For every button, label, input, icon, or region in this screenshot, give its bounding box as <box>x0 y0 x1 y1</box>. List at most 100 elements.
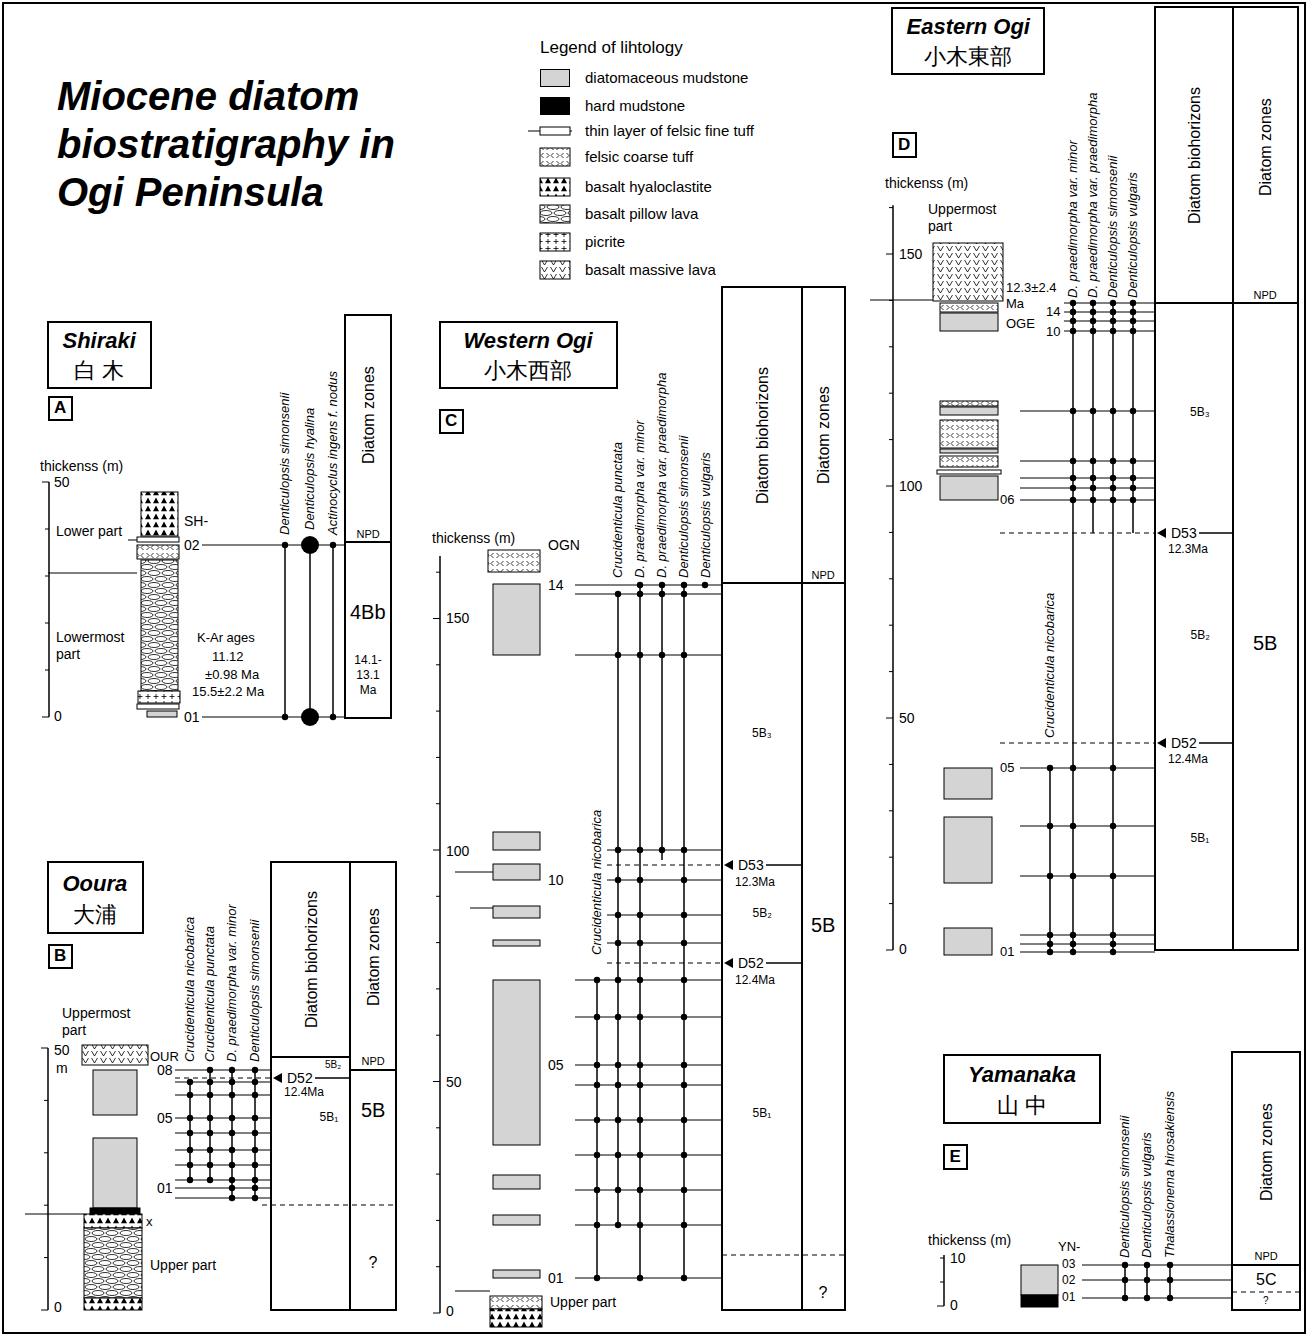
sample-number: 14 <box>548 577 564 594</box>
legend-text: basalt massive lava <box>585 261 716 279</box>
panel-letter: A <box>48 396 73 421</box>
zone-cell: 5B? <box>349 1069 397 1311</box>
locality-box-text: Yamanaka <box>968 1062 1076 1088</box>
axis-tick <box>433 1081 440 1082</box>
unit-boundary <box>455 872 493 873</box>
occurrence-dot <box>1110 309 1116 315</box>
occurrence-dot <box>1110 932 1116 938</box>
axis-value: 150 <box>446 610 469 627</box>
occurrence-dot <box>659 652 665 658</box>
zone-cell-text: ? <box>369 1253 378 1272</box>
occurrence-dot <box>1130 318 1136 324</box>
lithology-layer <box>493 832 540 850</box>
locality-box: Yamanaka山 中 <box>943 1054 1101 1124</box>
axis-tick <box>44 1100 48 1101</box>
occurrence-dot <box>1090 328 1096 334</box>
sample-horizon <box>1064 312 1155 313</box>
occurrence-dot <box>615 591 621 597</box>
column-header: Diatom zonesNPD <box>344 314 392 543</box>
occurrence-dot <box>1070 941 1076 947</box>
occurrence-dot <box>1070 300 1076 306</box>
column-header-text: Diatom zones <box>1256 98 1275 196</box>
locality-box-text: 小木西部 <box>484 358 572 384</box>
axis-tick <box>436 1266 440 1267</box>
sample-horizon <box>575 594 722 595</box>
panel-letter: D <box>892 132 917 158</box>
occurrence-dot <box>229 1185 235 1191</box>
sample-id: YN- <box>1058 1239 1080 1255</box>
sample-horizon <box>1064 321 1155 322</box>
axis-value: 50 <box>54 1042 70 1059</box>
zone-boundary <box>1232 1292 1300 1293</box>
column-header: Diatom zonesNPD <box>1232 6 1299 304</box>
lithology-layer <box>490 1309 542 1327</box>
species-name: D. praedimorpha var. praedimorpha <box>654 373 670 578</box>
biohorizon-line <box>766 864 802 866</box>
unit-name: Lower part <box>56 523 122 540</box>
occurrence-dot <box>1110 497 1116 503</box>
biohorizon-arrow <box>724 958 733 968</box>
occurrence-dot <box>1130 408 1136 414</box>
column-header-text: NPD <box>1254 289 1277 302</box>
occurrence-dot <box>252 1130 258 1136</box>
occurrence-dot <box>1130 497 1136 503</box>
occurrence-dot <box>229 1162 235 1168</box>
occurrence-dot <box>681 940 687 946</box>
occurrence-dot <box>594 1187 600 1193</box>
occurrence-dot <box>1047 949 1053 955</box>
occurrence-dot <box>659 591 665 597</box>
axis-value: 50 <box>899 710 915 727</box>
occurrence-dot <box>229 1195 235 1201</box>
occurrence-dot <box>1090 408 1096 414</box>
occurrence-dot <box>187 1130 193 1136</box>
panel-letter-text: D <box>898 135 910 155</box>
axis-value: 100 <box>899 478 922 495</box>
occurrence-dot <box>637 1275 643 1281</box>
lithology-layer <box>141 492 178 536</box>
unit-boundary <box>870 300 933 301</box>
axis-tick <box>940 1258 944 1259</box>
zone-cell-text: 12.3Ma <box>1168 542 1208 556</box>
occurrence-dot <box>1130 300 1136 306</box>
occurrence-dot <box>615 1082 621 1088</box>
sample-horizon <box>1064 303 1155 304</box>
column-header: Diatom biohorizons <box>721 286 803 584</box>
zone-boundary <box>722 1255 845 1256</box>
occurrence-dot <box>637 652 643 658</box>
axis-value: 50 <box>446 1074 462 1091</box>
axis-value: 100 <box>446 843 469 860</box>
legend-heading: Legend of lihtology <box>540 38 683 58</box>
lithology-layer <box>493 980 540 1145</box>
occurrence-dot <box>637 847 643 853</box>
occurrence-dot <box>229 1092 235 1098</box>
species-name: Denticulopsis simonsenii <box>676 436 692 578</box>
occurrence-dot <box>252 1177 258 1183</box>
occurrence-dot <box>330 714 336 720</box>
legend-text: hard mudstone <box>585 97 685 115</box>
unit-boundary <box>48 573 137 574</box>
biohorizon-arrow <box>1157 738 1166 748</box>
axis-tick <box>45 670 49 671</box>
locality-box-text: Ooura <box>63 871 128 897</box>
occurrence-dot <box>282 542 288 548</box>
sample-id: OGE <box>1006 316 1035 332</box>
lithology-layer <box>493 1215 540 1225</box>
occurrence-dot <box>229 1147 235 1153</box>
thickness-axis <box>439 556 441 1313</box>
legend-swatch <box>540 148 570 166</box>
occurrence-dot <box>637 591 643 597</box>
sample-horizon <box>1020 768 1155 769</box>
zone-boundary <box>262 1205 396 1206</box>
axis-value: 0 <box>54 708 62 725</box>
zone-cell-text: 12.3Ma <box>735 875 775 889</box>
taxon-range <box>1049 768 1051 952</box>
occurrence-dot <box>1070 485 1076 491</box>
sample-horizon <box>1020 935 1155 936</box>
age-note: 11.12 <box>212 649 244 665</box>
biohorizon-line <box>766 962 802 964</box>
axis-title: thickenss (m) <box>40 458 123 475</box>
axis-tick <box>45 576 49 577</box>
occurrence-dot <box>637 1014 643 1020</box>
occurrence-dot <box>681 1117 687 1123</box>
zone-cell-text: D52 <box>287 1070 313 1087</box>
